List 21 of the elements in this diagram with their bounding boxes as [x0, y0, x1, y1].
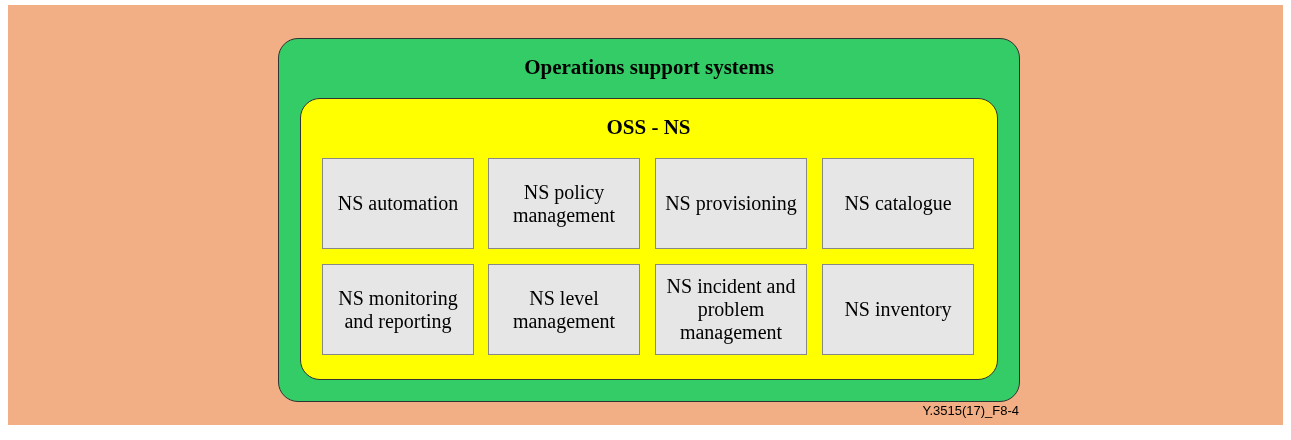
container-title: Operations support systems	[523, 55, 775, 80]
function-box	[822, 158, 974, 249]
container-title: OSS - NS	[605, 114, 692, 140]
function-box	[655, 158, 807, 249]
function-label: NS provisioning	[664, 192, 798, 215]
function-label: NS inventory	[843, 298, 953, 321]
function-label: NS catalogue	[843, 192, 953, 215]
function-box	[655, 264, 807, 355]
function-box	[322, 264, 474, 355]
function-box	[488, 264, 640, 355]
function-label: NS level management	[511, 286, 617, 333]
function-label: NS automation	[336, 192, 460, 215]
function-label: NS monitoring and reporting	[337, 286, 459, 333]
system-container	[278, 38, 1020, 402]
function-box	[822, 264, 974, 355]
function-box	[322, 158, 474, 249]
function-label: NS policy management	[511, 180, 617, 227]
figure-id: Y.3515(17)_F8-4	[922, 403, 1019, 418]
function-label: NS incident and problem management	[665, 275, 797, 344]
function-box	[488, 158, 640, 249]
subsystem-container	[299, 97, 998, 380]
